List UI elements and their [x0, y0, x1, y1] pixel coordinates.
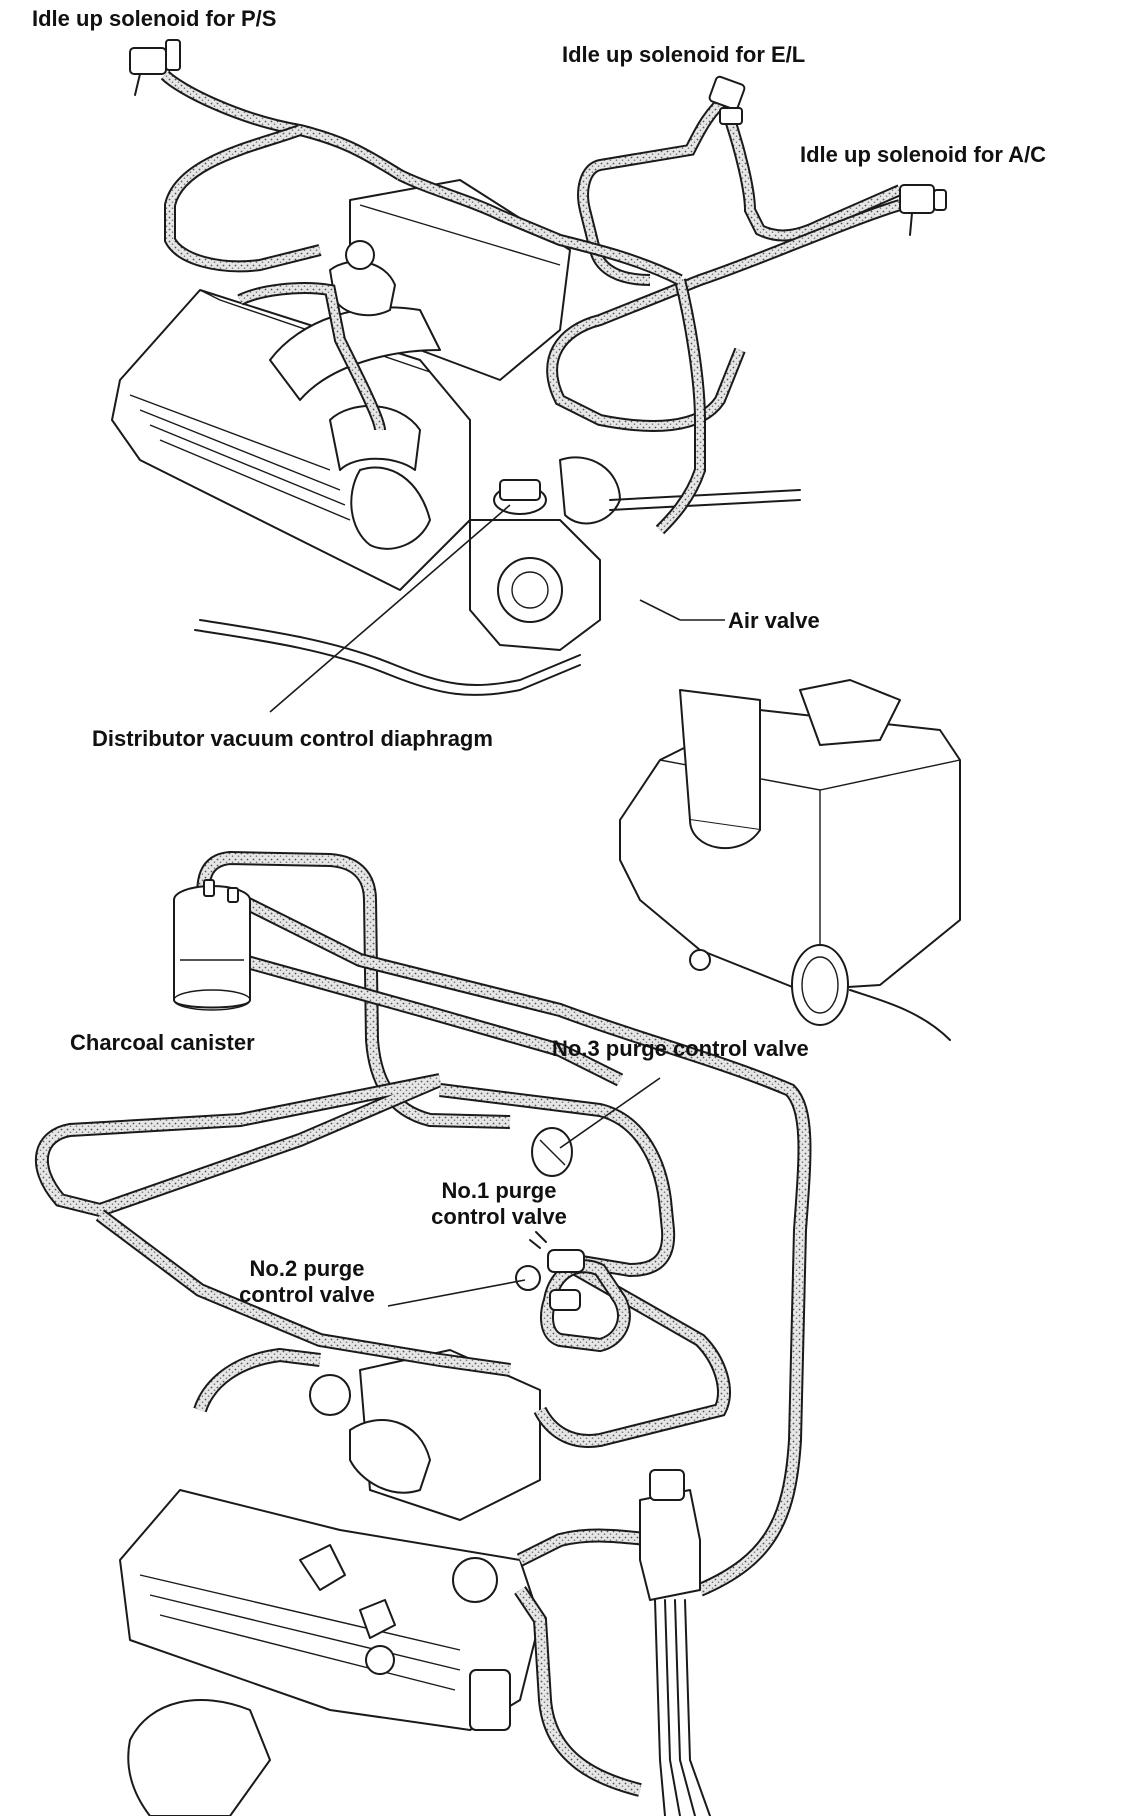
leader-lines — [269, 504, 725, 1307]
label-no2-line2: control valve — [239, 1282, 375, 1307]
idle-up-solenoid-ps-icon — [129, 39, 181, 96]
idle-up-solenoid-el-icon — [708, 75, 746, 125]
top-vacuum-hoses — [160, 70, 903, 535]
bottom-engine — [119, 1349, 541, 1816]
fuel-lines — [639, 1469, 711, 1816]
bottom-purge-hoses — [35, 850, 812, 1797]
purge-control-valve-2-icon — [515, 1265, 581, 1311]
label-no1-purge-control-valve: No.1 purge control valve — [414, 1178, 584, 1230]
label-idle-up-solenoid-ac: Idle up solenoid for A/C — [800, 142, 1047, 167]
purge-control-valve-1-icon — [529, 1231, 585, 1273]
label-no1-line1: No.1 purge — [441, 1178, 557, 1203]
top-engine — [111, 179, 801, 696]
label-no2-line1: No.2 purge — [249, 1256, 365, 1281]
idle-up-solenoid-ac-icon — [899, 184, 947, 236]
label-no1-line2: control valve — [431, 1204, 567, 1229]
label-charcoal-canister: Charcoal canister — [70, 1030, 255, 1055]
charcoal-canister-icon — [173, 879, 251, 1011]
air-cleaner-box — [619, 679, 961, 1041]
label-no2-purge-control-valve: No.2 purge control valve — [222, 1256, 392, 1308]
label-idle-up-solenoid-ps: Idle up solenoid for P/S — [32, 6, 277, 31]
label-no3-purge-control-valve: No.3 purge control valve — [552, 1036, 809, 1061]
label-air-valve: Air valve — [728, 608, 820, 633]
purge-control-valve-3-icon — [531, 1127, 573, 1177]
label-distributor-vacuum-control-diaphragm: Distributor vacuum control diaphragm — [92, 726, 493, 751]
label-idle-up-solenoid-el: Idle up solenoid for E/L — [562, 42, 806, 67]
